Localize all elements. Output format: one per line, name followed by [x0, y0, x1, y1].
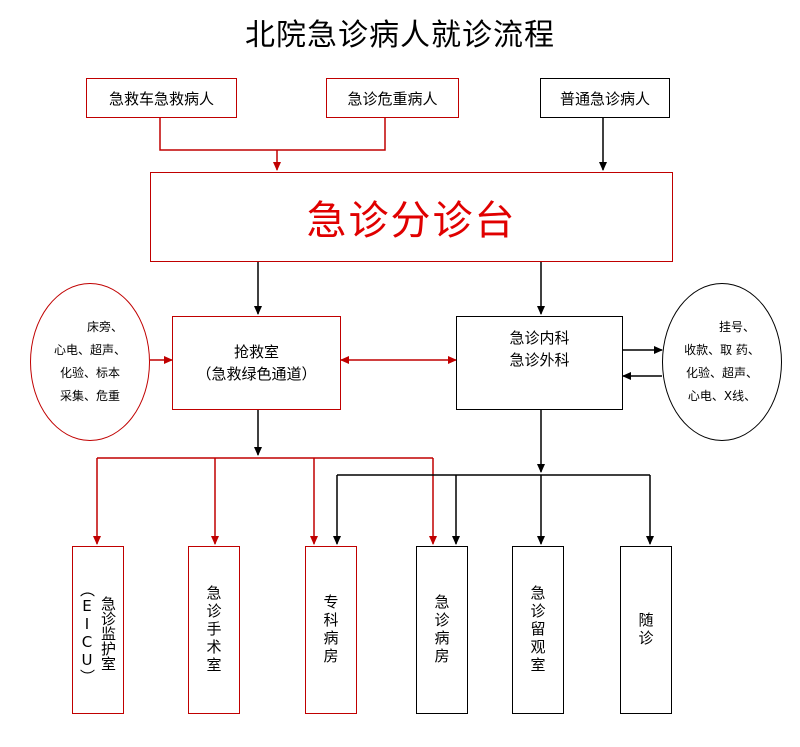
emergency-ward-box: 急诊病房 — [416, 546, 468, 714]
oval-right-line-2: 收款、取 药、 — [684, 343, 760, 357]
rescue-room-label: 抢救室 — [233, 343, 279, 361]
observation-room-label: 急诊留观室 — [528, 585, 547, 675]
follow-up-label: 随诊 — [636, 612, 655, 648]
emergency-surgery-box: 急诊手术室 — [188, 546, 240, 714]
eicu-label: 急诊监护室（EICU） — [78, 582, 117, 684]
specialty-ward-box: 专科病房 — [305, 546, 357, 714]
red-distribution-bus — [93, 457, 437, 545]
observation-room-box: 急诊留观室 — [512, 546, 564, 714]
oval-right-line-1: 挂号、 — [718, 320, 755, 334]
oval-right-line-4: 心电、X线、 — [687, 389, 757, 403]
specialty-ward-label: 专科病房 — [321, 594, 340, 666]
black-distribution-bus — [333, 474, 654, 545]
oval-left-line-1: 床旁、 — [86, 320, 123, 334]
oval-left-line-3: 化验、标本 — [59, 366, 120, 380]
triage-desk-box: 急诊分诊台 — [150, 172, 673, 262]
bedside-services-oval: 床旁、 心电、超声、 化验、标本 采集、危重 — [30, 283, 150, 441]
emergency-ward-label: 急诊病房 — [432, 594, 451, 666]
oval-left-line-2: 心电、超声、 — [53, 343, 126, 357]
ordinary-patient-label: 普通急诊病人 — [559, 89, 650, 108]
follow-up-box: 随诊 — [620, 546, 672, 714]
triage-desk-label: 急诊分诊台 — [306, 198, 517, 244]
rescue-room-box: 抢救室 （急救绿色通道） — [172, 316, 341, 410]
ambulance-patient-box: 急救车急救病人 — [86, 78, 237, 118]
ambulance-patient-label: 急救车急救病人 — [108, 89, 214, 108]
internal-medicine-label: 急诊内科 — [509, 329, 570, 347]
outpatient-services-oval: 挂号、 收款、取 药、 化验、超声、 心电、X线、 — [662, 283, 782, 441]
green-channel-label: （急救绿色通道） — [196, 365, 317, 383]
oval-left-line-4: 采集、危重 — [59, 389, 120, 403]
page-title: 北院急诊病人就诊流程 — [245, 18, 555, 53]
critical-patient-box: 急诊危重病人 — [326, 78, 459, 118]
critical-patient-label: 急诊危重病人 — [347, 89, 438, 108]
ordinary-patient-box: 普通急诊病人 — [540, 78, 670, 118]
emergency-surgery-label: 急诊手术室 — [204, 585, 223, 675]
oval-right-line-3: 化验、超声、 — [685, 366, 758, 380]
internal-surgical-box: 急诊内科 急诊外科 — [456, 316, 623, 410]
red-source-connector — [159, 118, 386, 171]
eicu-box: 急诊监护室（EICU） — [72, 546, 124, 714]
surgery-dept-label: 急诊外科 — [509, 351, 570, 369]
